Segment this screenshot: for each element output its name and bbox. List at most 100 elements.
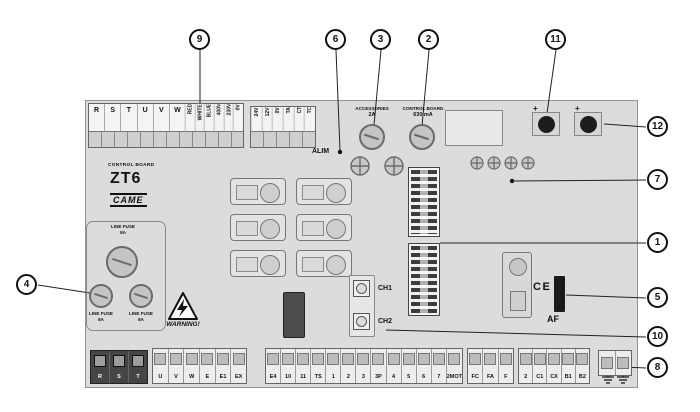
- terminal-label: V: [167, 349, 184, 383]
- line-fuse-label-right: LINE FUSE 8A: [121, 311, 161, 322]
- terminal-label: U: [136, 104, 153, 132]
- line-fuse-label-top: LINE FUSE 8A: [92, 224, 154, 235]
- trimmer-plus-mark: +: [533, 104, 538, 113]
- terminal-label: 2: [340, 349, 355, 383]
- callout-number: 1: [654, 237, 661, 248]
- capacitor-component: [283, 292, 305, 338]
- terminal-screws: [251, 131, 315, 147]
- dip-switches[interactable]: [411, 246, 437, 313]
- callout-2: 2: [418, 29, 439, 50]
- ch1-label: CH1: [378, 285, 393, 292]
- callout-9: 9: [189, 29, 210, 50]
- callout-number: 5: [654, 292, 661, 303]
- wire-label: 0V: [233, 104, 244, 132]
- terminal-label: 11: [295, 349, 310, 383]
- ch2-button[interactable]: [353, 313, 370, 330]
- terminal-label: W: [168, 104, 185, 132]
- terminal-label: B1: [560, 349, 575, 383]
- control-board-fuse: [409, 124, 435, 150]
- control-board-pcb: [85, 100, 638, 388]
- terminal-label: E: [199, 349, 215, 383]
- terminal-label: E1: [214, 349, 231, 383]
- terminal-label: S: [109, 351, 128, 383]
- wire-label: BLUE: [204, 104, 215, 132]
- terminal-label: 0V: [272, 107, 284, 132]
- relay: [296, 178, 352, 205]
- alim-label: ALIM: [312, 148, 330, 155]
- terminal-label: B2: [574, 349, 589, 383]
- terminal-label: U: [153, 349, 168, 383]
- callout-number: 3: [377, 34, 384, 45]
- board-title-small: CONTROL BOARD: [108, 163, 155, 168]
- line-fuse-area: [86, 221, 166, 331]
- dip-switches[interactable]: [411, 170, 437, 234]
- terminal-label: R: [91, 351, 109, 383]
- terminal-screws: [89, 131, 243, 147]
- terminal-label: 1: [325, 349, 340, 383]
- line-fuse-left: [89, 284, 113, 308]
- terminal-label: TA: [283, 107, 294, 132]
- af-socket[interactable]: [554, 276, 565, 312]
- line-fuse-rating: 8A: [120, 229, 126, 235]
- callout-11: 11: [545, 29, 566, 50]
- callout-5: 5: [647, 287, 668, 308]
- wire-label: RED: [185, 104, 195, 132]
- af-label: AF: [547, 314, 559, 324]
- terminal-label: W: [183, 349, 199, 383]
- terminal-label: 10: [280, 349, 295, 383]
- terminal-label: T: [120, 104, 136, 132]
- terminal-label: 2MOT: [445, 349, 462, 383]
- line-fuse-text: LINE FUSE: [111, 224, 135, 229]
- dip-switch-block-2[interactable]: [408, 243, 440, 316]
- dip-switch-block-1[interactable]: [408, 167, 440, 237]
- terminal-label: FA: [482, 349, 497, 383]
- relay: [230, 214, 286, 241]
- line-fuse-text: LINE FUSE: [129, 311, 153, 316]
- terminal-label: R: [94, 107, 100, 114]
- ground-terminal: [614, 351, 632, 375]
- trimmer-right: +: [574, 104, 602, 136]
- wire-label: WHITE: [194, 104, 205, 132]
- terminal-label: 7: [430, 349, 446, 383]
- callout-number: 6: [332, 34, 339, 45]
- wire-label: 230V: [223, 104, 234, 132]
- terminal-label: 24V: [251, 107, 262, 132]
- warning-label: WARNING!: [166, 321, 200, 328]
- terminal-label: F: [497, 349, 513, 383]
- terminal-label: 3P: [370, 349, 385, 383]
- accessories-fuse-rating: 2A: [368, 111, 376, 118]
- callout-10: 10: [647, 326, 668, 347]
- control-board-fuse-text: CONTROL BOARD: [402, 106, 444, 111]
- callout-4: 4: [16, 274, 37, 295]
- relay: [296, 250, 352, 277]
- terminal-label: V: [152, 104, 169, 132]
- callout-7: 7: [647, 169, 668, 190]
- connector-footprint: [445, 110, 503, 146]
- board-model: ZT6: [110, 170, 142, 187]
- line-fuse-main: [106, 246, 138, 278]
- terminal-label: 3: [355, 349, 370, 383]
- line-fuse-label-left: LINE FUSE 8A: [81, 311, 121, 322]
- callout-number: 12: [651, 121, 664, 132]
- terminal-label: S: [104, 104, 120, 132]
- callout-1: 1: [647, 232, 668, 253]
- relay: [296, 214, 352, 241]
- terminal-label: E4: [266, 349, 280, 383]
- terminal-label: TS: [310, 349, 325, 383]
- ch1-button[interactable]: [353, 280, 370, 297]
- relay: [230, 178, 286, 205]
- callout-number: 4: [23, 279, 30, 290]
- callout-3: 3: [370, 29, 391, 50]
- control-board-fuse-label: CONTROL BOARD 630 mA: [397, 106, 449, 119]
- terminal-label: 4: [385, 349, 401, 383]
- terminal-label: EX: [230, 349, 246, 383]
- trimmer-plus-mark: +: [575, 104, 580, 113]
- callout-number: 7: [654, 174, 661, 185]
- control-board-fuse-rating: 630 mA: [413, 111, 433, 118]
